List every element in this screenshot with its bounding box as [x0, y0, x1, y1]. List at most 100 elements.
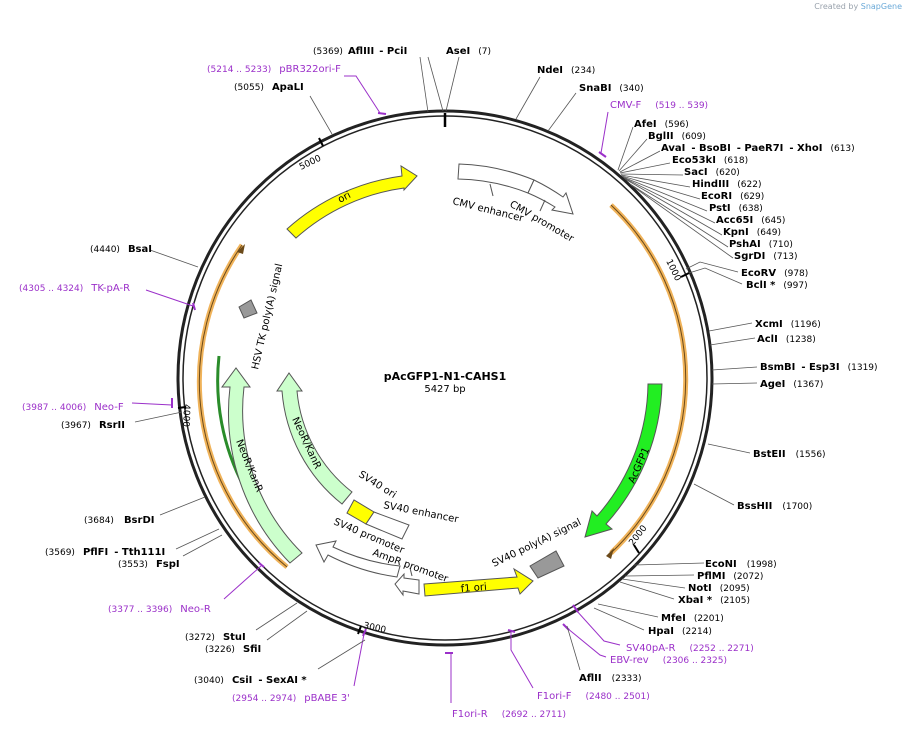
site-bsmbi-group: BsmBI- Esp3I(1319)	[760, 362, 878, 373]
tick-mark-3000	[357, 625, 362, 635]
site-agei-pos: (1367)	[793, 380, 823, 390]
site-avai-pos: (613)	[830, 144, 854, 154]
site-mfei: MfeI(2201)	[661, 613, 724, 624]
leader-ecori	[621, 175, 701, 200]
site-xbai: XbaI *(2105)	[678, 595, 750, 606]
site-psti-name: PstI	[709, 203, 731, 214]
primer-ebv-rev-pos: (2306 .. 2325)	[663, 656, 727, 666]
primer-leader-ebv-rev	[566, 627, 607, 658]
leader-bsshii	[693, 483, 735, 506]
site-bsshii: BssHII(1700)	[737, 501, 812, 512]
site-fspi: (3553)FspI	[118, 559, 180, 570]
leader-bglii	[618, 138, 648, 172]
site-bsteii-name: BstEII	[753, 449, 786, 460]
site-xcmi: XcmI(1196)	[755, 319, 821, 330]
site-sgrdi-pos: (713)	[773, 252, 797, 262]
primer-pbabe3-name: pBABE 3'	[304, 693, 350, 704]
site-acc65i-name: Acc65I	[716, 215, 753, 226]
primer-sv40pa-r-pos: (2252 .. 2271)	[689, 644, 753, 654]
leader-pcii	[419, 56, 429, 113]
site-acli-name: AclI	[757, 334, 778, 345]
tick-mark-5000	[318, 137, 324, 147]
site-hindiii-pos: (622)	[737, 180, 761, 190]
tick-mark-4000	[177, 406, 187, 409]
site-kpni: KpnI(649)	[723, 227, 781, 238]
primer-leader-neo-f	[131, 402, 173, 406]
site-bsrdi-pos: (3684)	[84, 516, 114, 526]
primer-leader-neo-r	[223, 565, 262, 600]
leader-noti	[621, 578, 686, 589]
site-aflii-name: AflII	[579, 673, 602, 684]
feature-ori	[286, 165, 418, 239]
leader-hpai	[593, 607, 645, 631]
feature-sv40-enhancer	[365, 511, 410, 540]
leader-fspi	[182, 534, 223, 557]
primer-leader-cmv-f	[600, 111, 609, 154]
site-bcli-pos: (997)	[783, 281, 807, 291]
leader-econi	[633, 562, 705, 566]
leader-eco53ki	[619, 162, 671, 174]
site-apali: (5055)ApaLI	[234, 82, 304, 93]
primer-sv40pa-r-name: SV40pA-R	[626, 643, 675, 654]
primer-neo-r-pos: (3377 .. 3396)	[108, 605, 172, 615]
site-psti-pos: (638)	[739, 204, 763, 214]
primer-ebv-rev: EBV-rev(2306 .. 2325)	[610, 655, 727, 666]
orf-neo-arrowhead	[237, 244, 245, 254]
site-xhoi-name: - XhoI	[789, 143, 822, 154]
site-xcmi-name: XcmI	[755, 319, 783, 330]
site-tth111i-name: - Tth111I	[114, 547, 165, 558]
leader-kpni	[624, 178, 723, 236]
site-csii-pos: (3040)	[194, 676, 224, 686]
site-stui: (3272)StuI	[185, 632, 246, 643]
leader-pflfi	[175, 528, 220, 550]
primer-cmv-f-pos: (519 .. 539)	[655, 101, 708, 111]
site-noti-pos: (2095)	[720, 584, 750, 594]
site-econi-name: EcoNI	[705, 559, 737, 570]
primer-tk-pa-r-name: TK-pA-R	[90, 283, 130, 294]
site-afei-pos: (596)	[665, 120, 689, 130]
tick-mark-1000	[680, 272, 690, 278]
site-asei: AseI(7)	[446, 46, 491, 57]
site-ecorv: EcoRV(978)	[741, 268, 808, 279]
leader-avai	[619, 150, 661, 173]
leader-pshai	[629, 183, 729, 248]
site-stui-name: StuI	[223, 632, 246, 643]
primer-pbabe3: (2954 .. 2974)pBABE 3'	[232, 693, 350, 704]
site-ecori: EcoRI(629)	[701, 191, 764, 202]
primer-mark-neo-r	[258, 562, 265, 568]
site-bsai-pos: (4440)	[90, 245, 120, 255]
feature-hsv-tk-polya	[238, 299, 258, 319]
leader-psti	[622, 176, 708, 212]
tick-label-3000: 3000	[362, 621, 387, 636]
site-aflIII-pcii: (5369)AflIII- PciI	[313, 46, 407, 57]
feature-ampr-promoter	[394, 572, 420, 597]
feature-sv40-polya	[529, 550, 565, 579]
feature-label-sv40-ori: SV40 ori	[356, 469, 398, 501]
snapgene-credit: Created by SnapGene	[814, 2, 902, 11]
primer-neo-f-pos: (3987 .. 4006)	[22, 403, 86, 413]
primer-f1ori-f-name: F1ori-F	[537, 691, 572, 702]
site-sgrdi-name: SgrDI	[734, 251, 765, 262]
leader-apali	[309, 95, 333, 135]
feature-neor-kanr-outer	[221, 367, 303, 564]
leader-pflmi	[624, 574, 695, 577]
primer-mark-pbr322ori-f	[377, 112, 387, 115]
primer-tk-pa-r-pos: (4305 .. 4324)	[19, 284, 83, 294]
site-snabi: SnaBI(340)	[579, 83, 644, 94]
feature-sv40-promoter	[315, 540, 401, 578]
site-econi: EcoNI(1998)	[705, 559, 777, 570]
site-sgrdi: SgrDI (713)	[734, 251, 798, 262]
ampr-promoter-leader	[409, 567, 413, 577]
tick-mark-2000	[633, 544, 640, 554]
primer-mark-tk-pa-r	[192, 302, 196, 311]
site-afei-name: AfeI	[634, 119, 657, 130]
primer-f1ori-r: F1ori-R(2692 .. 2711)	[452, 709, 566, 720]
leader-bsrdi	[159, 496, 206, 516]
site-bglii: BglII(609)	[648, 131, 706, 142]
site-sfii: (3226)SfiI	[205, 644, 261, 655]
primer-pbr322ori-f-pos: (5214 .. 5233)	[207, 65, 271, 75]
leader-saci	[620, 173, 684, 176]
leader-acli	[709, 337, 756, 346]
backbone-outer-ring	[176, 109, 714, 647]
leader-rsrii	[134, 411, 183, 423]
